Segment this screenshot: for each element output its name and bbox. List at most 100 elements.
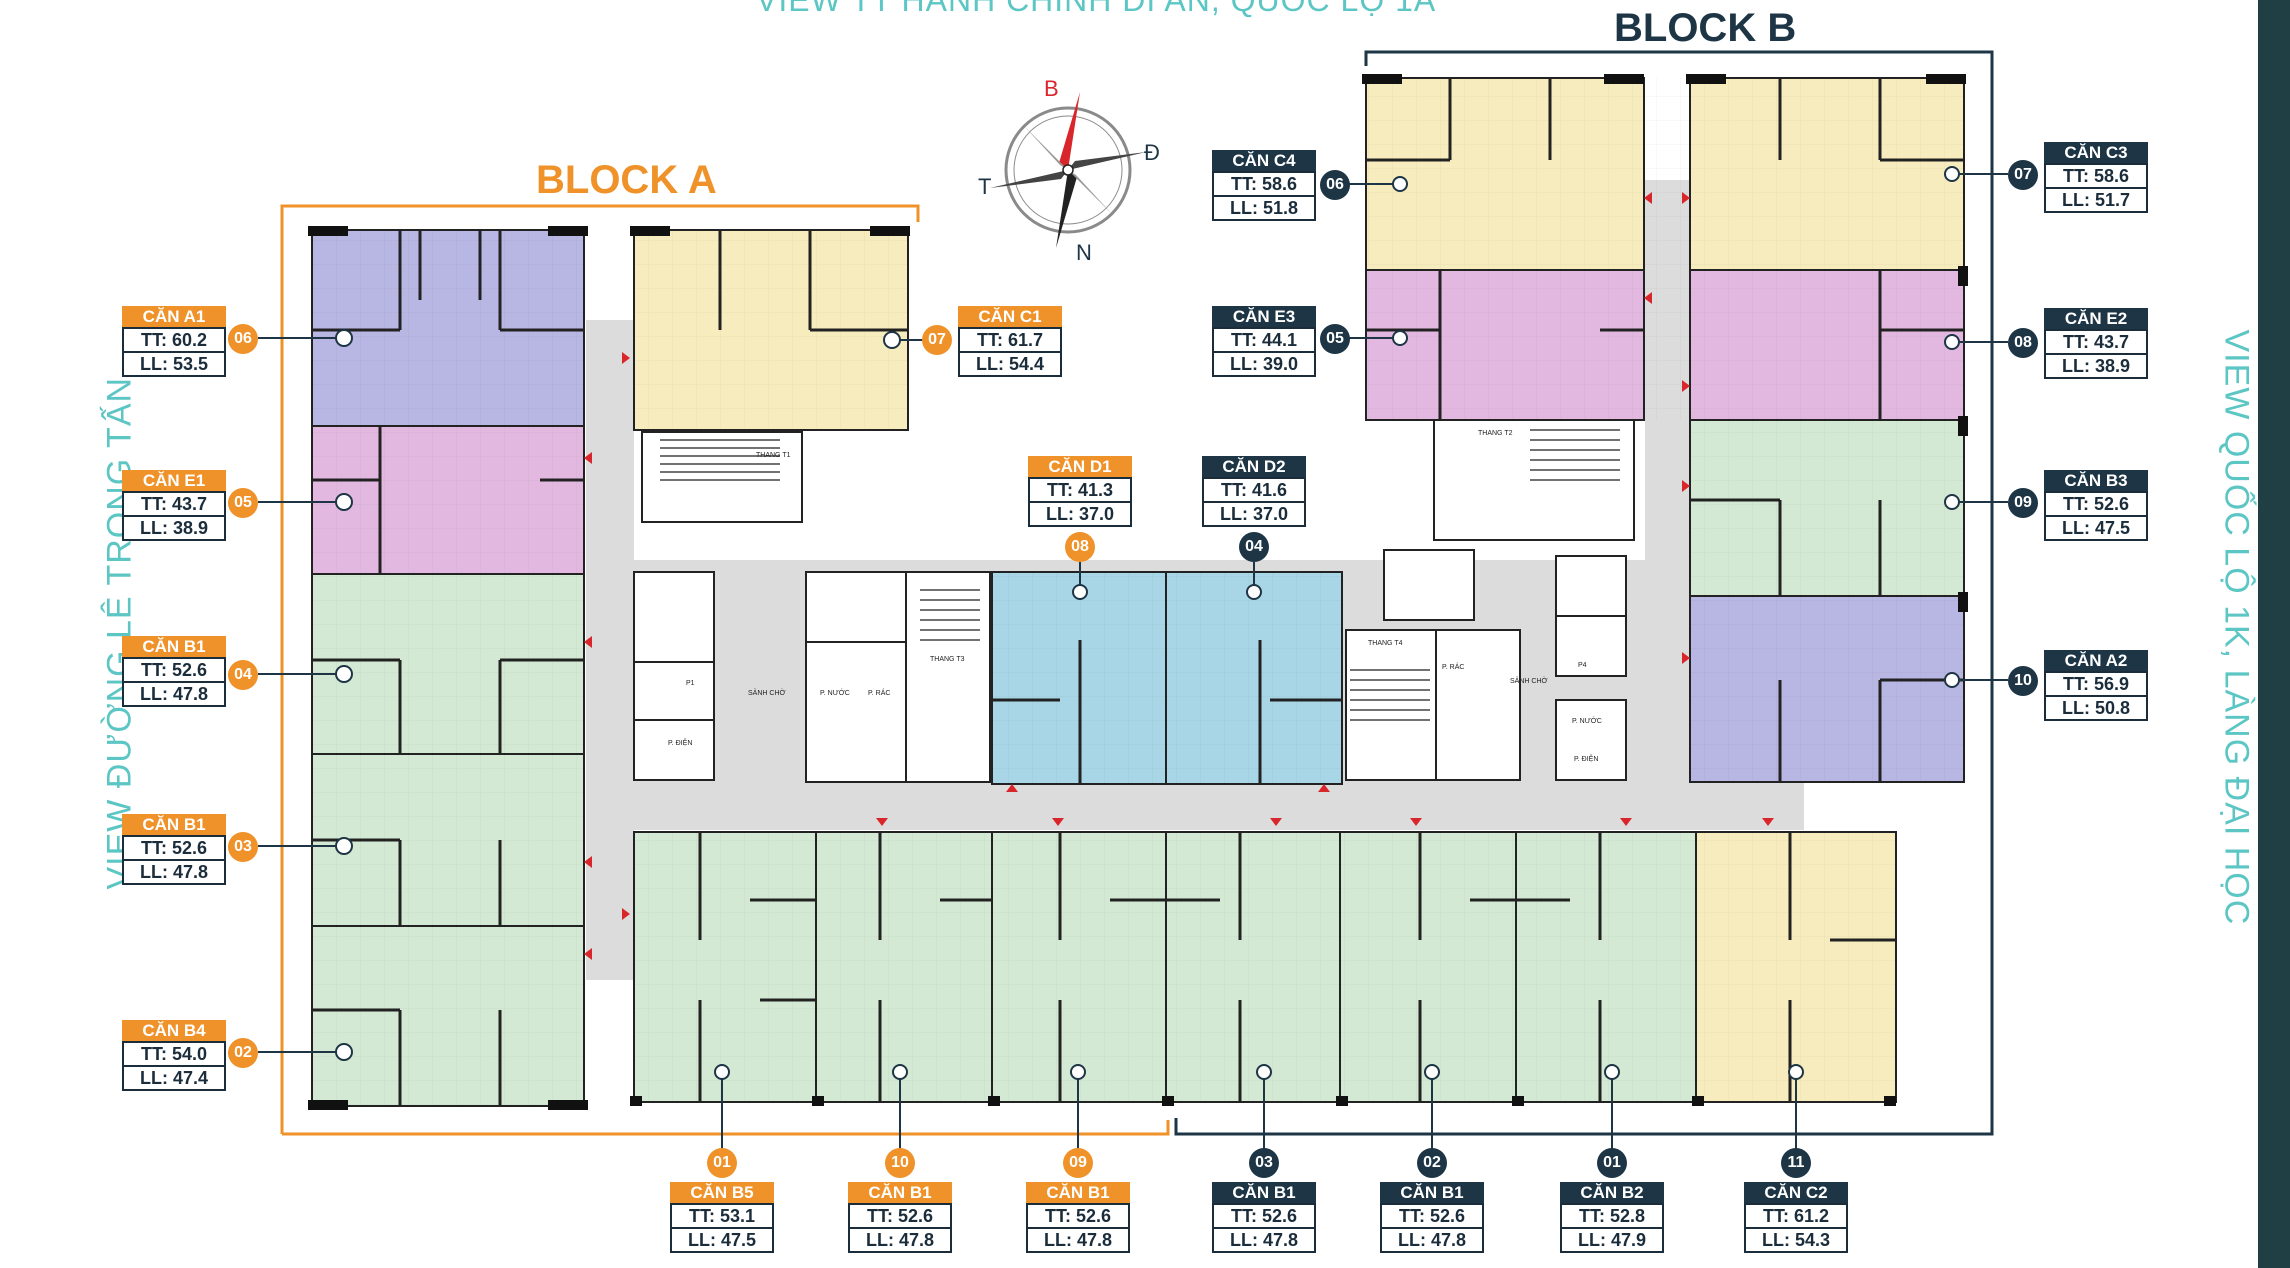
unit-number-a10: 09: [1063, 1148, 1093, 1178]
unit-type: CĂN E3: [1212, 306, 1316, 327]
unit-type: CĂN C2: [1744, 1182, 1848, 1203]
unit-total-area: TT: 52.6: [122, 835, 226, 861]
unit-label-a10: CĂN B1 TT: 52.6 LL: 47.8: [1026, 1182, 1130, 1253]
compass-west-label: T: [978, 174, 992, 199]
unit-label-a1: CĂN A1 TT: 60.2 LL: 53.5: [122, 306, 226, 377]
unit-label-b10: CĂN B2 TT: 52.8 LL: 47.9: [1560, 1182, 1664, 1253]
electric-room-b-label: P. ĐIỆN: [1574, 756, 1599, 763]
unit-number-a2: 05: [228, 488, 258, 518]
unit-usable-area: LL: 47.9: [1560, 1229, 1664, 1253]
core-a: [633, 431, 991, 783]
unit-total-area: TT: 61.2: [1744, 1203, 1848, 1229]
unit-markers: [335, 166, 1960, 1080]
unit-type: CĂN B1: [848, 1182, 952, 1203]
unit-type: CĂN B4: [122, 1020, 226, 1041]
electric-room-a-label: P. ĐIỆN: [668, 740, 693, 747]
unit-type: CĂN B1: [1212, 1182, 1316, 1203]
unit-number-b8: 03: [1249, 1148, 1279, 1178]
unit-number-b11: 11: [1781, 1148, 1811, 1178]
unit-number-b3: 05: [1320, 324, 1350, 354]
unit-label-b9: CĂN B1 TT: 52.6 LL: 47.8: [1380, 1182, 1484, 1253]
block-a-title: BLOCK A: [536, 158, 717, 202]
lobby-b-label: SẢNH CHỜ: [1510, 678, 1548, 685]
unit-label-a5: CĂN B4 TT: 54.0 LL: 47.4: [122, 1020, 226, 1091]
unit-total-area: TT: 43.7: [2044, 329, 2148, 355]
unit-usable-area: LL: 47.8: [122, 683, 226, 707]
unit-total-area: TT: 58.6: [1212, 171, 1316, 197]
unit-usable-area: LL: 54.3: [1744, 1229, 1848, 1253]
unit-usable-area: LL: 39.0: [1212, 353, 1316, 377]
unit-total-area: TT: 61.7: [958, 327, 1062, 353]
unit-total-area: TT: 41.3: [1028, 477, 1132, 503]
unit-type: CĂN C3: [2044, 142, 2148, 163]
unit-usable-area: LL: 47.8: [1026, 1229, 1130, 1253]
unit-label-b4: CĂN C3 TT: 58.6 LL: 51.7: [2044, 142, 2148, 213]
water-room-a-label: P. NƯỚC: [820, 690, 850, 697]
unit-usable-area: LL: 51.7: [2044, 189, 2148, 213]
unit-usable-area: LL: 47.8: [848, 1229, 952, 1253]
unit-usable-area: LL: 47.8: [122, 861, 226, 885]
unit-label-a3: CĂN B1 TT: 52.6 LL: 47.8: [122, 636, 226, 707]
unit-number-b9: 02: [1417, 1148, 1447, 1178]
unit-type: CĂN B2: [1560, 1182, 1664, 1203]
stair-t1-label: THANG T1: [756, 452, 791, 459]
unit-label-b5: CĂN E2 TT: 43.7 LL: 38.9: [2044, 308, 2148, 379]
unit-number-a7: 08: [1065, 532, 1095, 562]
unit-label-b7: CĂN A2 TT: 56.9 LL: 50.8: [2044, 650, 2148, 721]
unit-total-area: TT: 44.1: [1212, 327, 1316, 353]
unit-usable-area: LL: 47.8: [1212, 1229, 1316, 1253]
unit-number-a1: 06: [228, 324, 258, 354]
unit-label-b11: CĂN C2 TT: 61.2 LL: 54.3: [1744, 1182, 1848, 1253]
unit-type: CĂN C4: [1212, 150, 1316, 171]
unit-label-b2: CĂN C4 TT: 58.6 LL: 51.8: [1212, 150, 1316, 221]
unit-type: CĂN E1: [122, 470, 226, 491]
unit-usable-area: LL: 50.8: [2044, 697, 2148, 721]
unit-usable-area: LL: 37.0: [1028, 503, 1132, 527]
unit-label-a2: CĂN E1 TT: 43.7 LL: 38.9: [122, 470, 226, 541]
unit-usable-area: LL: 37.0: [1202, 503, 1306, 527]
unit-total-area: TT: 52.6: [122, 657, 226, 683]
unit-usable-area: LL: 47.8: [1380, 1229, 1484, 1253]
unit-type: CĂN B1: [1026, 1182, 1130, 1203]
p4-room-label: P4: [1578, 662, 1587, 669]
unit-total-area: TT: 60.2: [122, 327, 226, 353]
unit-usable-area: LL: 53.5: [122, 353, 226, 377]
unit-usable-area: LL: 54.4: [958, 353, 1062, 377]
unit-total-area: TT: 54.0: [122, 1041, 226, 1067]
garbage-room-a-label: P. RÁC: [868, 690, 891, 697]
unit-label-a8: CĂN B5 TT: 53.1 LL: 47.5: [670, 1182, 774, 1253]
unit-type: CĂN A1: [122, 306, 226, 327]
unit-number-b4: 07: [2008, 160, 2038, 190]
unit-usable-area: LL: 47.5: [670, 1229, 774, 1253]
unit-number-a6: 07: [922, 325, 952, 355]
unit-number-b6: 09: [2008, 488, 2038, 518]
unit-total-area: TT: 58.6: [2044, 163, 2148, 189]
core-b: [1345, 419, 1635, 781]
unit-total-area: TT: 41.6: [1202, 477, 1306, 503]
unit-total-area: TT: 52.8: [1560, 1203, 1664, 1229]
unit-number-a3: 04: [228, 660, 258, 690]
stair-t4-label: THANG T4: [1368, 640, 1403, 647]
block-b-border: [1174, 50, 1994, 1136]
unit-type: CĂN C1: [958, 306, 1062, 327]
block-b-title: BLOCK B: [1614, 6, 1797, 50]
block-a-border: [280, 204, 920, 1134]
unit-total-area: TT: 52.6: [1380, 1203, 1484, 1229]
unit-label-b6: CĂN B3 TT: 52.6 LL: 47.5: [2044, 470, 2148, 541]
compass-icon: [990, 92, 1146, 248]
view-top-label: VIEW TT HÀNH CHÍNH DĨ AN, QUỐC LỘ 1A: [756, 0, 1437, 18]
unit-label-a4: CĂN B1 TT: 52.6 LL: 47.8: [122, 814, 226, 885]
unit-type: CĂN A2: [2044, 650, 2148, 671]
compass-east-label: Đ: [1144, 140, 1160, 165]
unit-total-area: TT: 56.9: [2044, 671, 2148, 697]
unit-number-b1: 04: [1239, 532, 1269, 562]
water-room-b-label: P. NƯỚC: [1572, 718, 1602, 725]
unit-type: CĂN D1: [1028, 456, 1132, 477]
unit-number-b5: 08: [2008, 328, 2038, 358]
unit-total-area: TT: 43.7: [122, 491, 226, 517]
page-edge-strip: [2258, 0, 2290, 1268]
garbage-room-b-label: P. RÁC: [1442, 664, 1465, 671]
unit-type: CĂN B3: [2044, 470, 2148, 491]
exit-arrows: [584, 192, 1774, 960]
